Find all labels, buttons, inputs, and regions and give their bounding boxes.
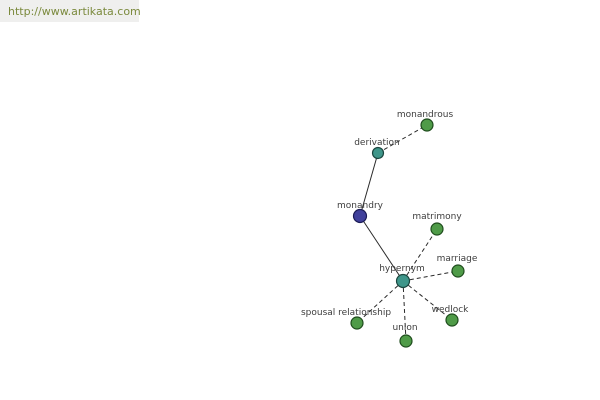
node-union[interactable] — [399, 334, 413, 348]
edge-hypernym-wedlock — [402, 280, 453, 321]
node-label-spousal-relationship[interactable]: spousal relationship — [301, 308, 391, 318]
node-monandry[interactable] — [352, 208, 368, 224]
edge-monandry-hypernym — [359, 215, 404, 282]
edge-hypernym-matrimony — [402, 228, 438, 282]
node-derivation[interactable] — [371, 146, 385, 160]
node-label-wedlock[interactable]: wedlock — [432, 305, 470, 315]
node-spousal-relationship[interactable] — [350, 316, 364, 330]
node-monandrous[interactable] — [420, 118, 434, 132]
node-hypernym[interactable] — [395, 273, 411, 289]
edge-hypernym-marriage — [402, 270, 459, 282]
node-label-union[interactable]: union — [392, 323, 417, 333]
node-label-marriage[interactable]: marriage — [437, 254, 478, 264]
node-label-matrimony[interactable]: matrimony — [412, 212, 462, 222]
node-label-derivation[interactable]: derivation — [354, 138, 400, 148]
node-matrimony[interactable] — [430, 222, 444, 236]
node-wedlock[interactable] — [445, 313, 459, 327]
edge-hypernym-spousal-relationship — [356, 280, 404, 324]
node-label-monandrous[interactable]: monandrous — [397, 110, 454, 120]
node-label-hypernym[interactable]: hypernym — [379, 264, 425, 274]
edge-hypernym-union — [402, 280, 407, 342]
url-text[interactable]: http://www.artikata.com — [8, 4, 141, 18]
edge-derivation-monandrous — [377, 124, 428, 154]
node-marriage[interactable] — [451, 264, 465, 278]
node-label-monandry[interactable]: monandry — [337, 201, 384, 211]
edge-monandry-derivation — [359, 152, 379, 217]
url-bar[interactable]: http://www.artikata.com — [0, 0, 141, 22]
